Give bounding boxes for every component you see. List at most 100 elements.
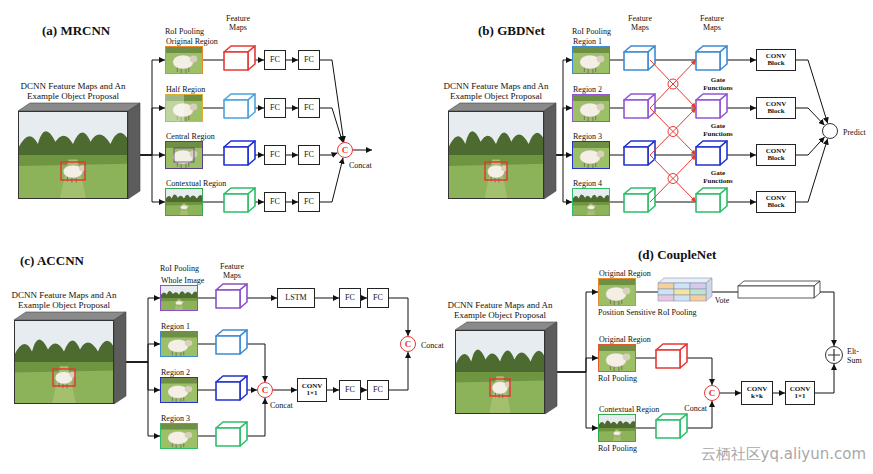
gate-wire — [650, 108, 696, 155]
feature-slab — [18, 103, 140, 111]
roi-region-thumbnail: Region 1 — [160, 331, 198, 357]
operator-label: Concat — [421, 341, 444, 350]
annotation-label: Vote — [715, 296, 730, 305]
feature-cube — [696, 188, 727, 212]
annotation-label: RoI Pooling — [160, 264, 199, 273]
layer-box: FC — [298, 145, 320, 165]
region-label: Region 1 — [573, 37, 602, 46]
region-label: Original Region — [599, 269, 651, 278]
bar-face — [738, 286, 814, 298]
annotation-label: Feature Maps — [215, 262, 249, 280]
box-label: FC — [345, 294, 355, 302]
layer-box: FC — [264, 145, 286, 165]
roi-region-thumbnail: Contextual Region — [165, 188, 203, 216]
grid-cell — [674, 289, 690, 295]
layer-box: FC — [264, 50, 286, 70]
vote-bar — [738, 281, 820, 298]
feature-slab — [14, 312, 126, 320]
proposal-box — [485, 162, 507, 180]
box-label: FC — [345, 386, 355, 394]
annotation-label: Position Sensitive RoI Pooling — [598, 308, 696, 317]
photo — [598, 344, 636, 372]
proposal-box — [61, 162, 85, 180]
image-heading: DCNN Feature Maps and An Example Object … — [438, 81, 554, 101]
annotation-label: RoI Pooling — [165, 27, 204, 36]
roi-region-thumbnail: Region 3 — [572, 141, 610, 169]
operator-label: Concat — [684, 404, 707, 413]
roi-region-thumbnail: Original Region — [165, 46, 203, 74]
annotation-label: Feature Maps — [221, 14, 255, 32]
region-label: Region 1 — [161, 322, 190, 331]
photo — [165, 188, 203, 216]
photo — [572, 46, 610, 74]
layer-box: CONV 1×1 — [297, 378, 327, 402]
grid-cell — [690, 289, 706, 295]
gate-wire — [650, 108, 696, 155]
feature-map-image: DCNN Feature Maps and An Example Object … — [14, 320, 114, 404]
feature-map-image: DCNN Feature Maps and An Example Object … — [455, 330, 545, 414]
connector-group — [114, 60, 834, 436]
feature-slab — [448, 103, 556, 111]
feature-cube — [696, 141, 727, 165]
feature-map-image: DCNN Feature Maps and An Example Object … — [18, 111, 128, 199]
feature-cube — [216, 376, 247, 400]
box-label: CONV 1×1 — [300, 383, 324, 398]
box-label: FC — [270, 151, 280, 159]
feature-cube — [216, 422, 247, 446]
region-mask — [174, 148, 194, 162]
region-label: Original Region — [166, 37, 218, 46]
annotation-label: Gate Functions — [699, 76, 737, 92]
gate-wires — [650, 60, 696, 202]
layer-box: FC — [367, 288, 389, 308]
photo — [14, 320, 114, 404]
layer-box: CONV 1×1 — [785, 381, 815, 405]
gate-symbol — [670, 175, 677, 182]
photo — [160, 423, 198, 449]
grid-cell — [690, 283, 706, 289]
layer-box: CONV Block — [756, 97, 796, 119]
photo — [598, 414, 636, 442]
photo — [572, 141, 610, 169]
connector-arrow — [796, 139, 828, 202]
box-label: CONV Block — [759, 148, 793, 163]
feature-slab — [544, 103, 556, 199]
gate-wire — [650, 155, 696, 202]
annotation-label: RoI Pooling — [598, 444, 637, 453]
layer-box: CONV Block — [756, 144, 796, 166]
connector-arrow — [315, 298, 339, 299]
grid-face — [706, 278, 712, 301]
feature-cube — [624, 46, 655, 70]
feature-cube — [224, 46, 255, 70]
connector-arrow — [796, 137, 825, 155]
roi-region-thumbnail: Region 2 — [160, 377, 198, 403]
photo — [160, 331, 198, 357]
connector-arrow — [286, 108, 298, 109]
output-arrow — [353, 150, 372, 151]
operator-circle: CConcat — [400, 336, 416, 352]
feature-cube — [624, 94, 655, 118]
operator-circle: CConcat — [337, 142, 353, 158]
operator-label: Predict — [843, 128, 866, 137]
score-map-grid — [658, 278, 712, 301]
box-label: CONV k×k — [744, 386, 770, 401]
roi-region-thumbnail: Region 3 — [160, 423, 198, 449]
operator-label: Concat — [270, 401, 293, 410]
grid-cell — [658, 283, 674, 289]
photo — [448, 111, 544, 199]
connector-arrow — [286, 202, 298, 203]
feature-cube — [656, 344, 687, 368]
layer-box: FC — [298, 98, 320, 118]
image-heading: DCNN Feature Maps and An Example Object … — [15, 81, 131, 101]
connector-arrow — [815, 364, 834, 393]
layer-box: CONV k×k — [741, 381, 773, 405]
box-label: FC — [373, 386, 383, 394]
operator-symbol: C — [405, 340, 412, 349]
photo — [165, 94, 203, 122]
gate-symbols — [668, 79, 678, 184]
roi-region-thumbnail: Whole Image — [160, 285, 198, 311]
photo — [160, 285, 198, 311]
photo — [165, 46, 203, 74]
annotation-label: RoI Pooling — [598, 374, 637, 383]
box-label: FC — [304, 198, 314, 206]
